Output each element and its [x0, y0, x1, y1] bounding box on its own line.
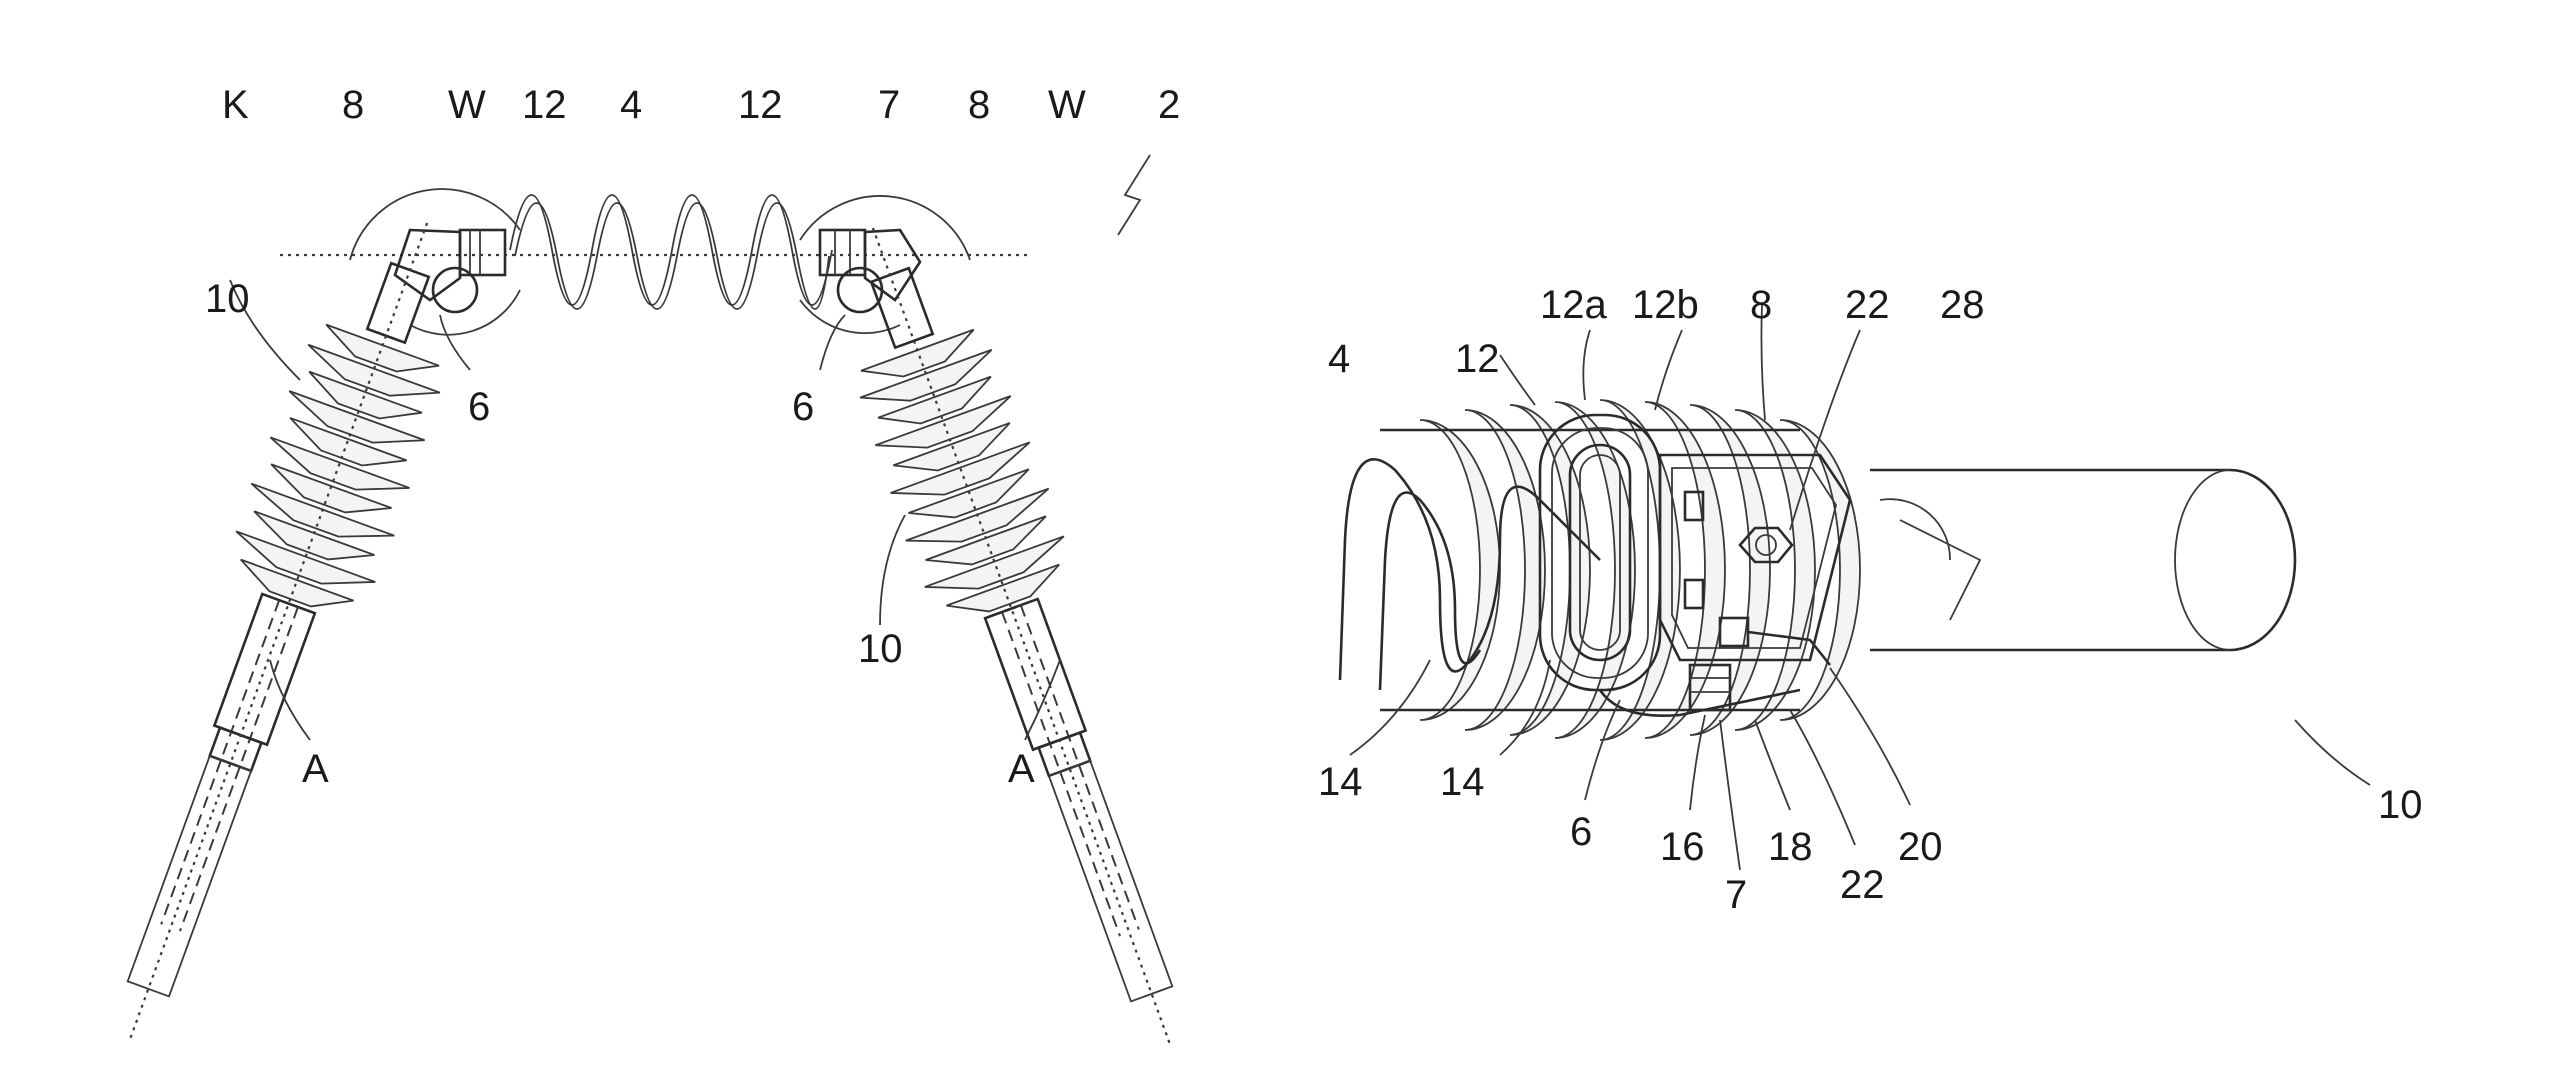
- label-6-left: 6: [468, 385, 490, 429]
- label-10-detail: 10: [2378, 783, 2423, 827]
- figure-right: 12a 12b 8 22 28 4 12 14 14 6 16 7 18 22 …: [1318, 283, 2423, 917]
- spring-coil-detail: [1340, 459, 1600, 680]
- label-12a: 12a: [1540, 283, 1607, 327]
- label-20: 20: [1898, 825, 1943, 869]
- label-14-b: 14: [1440, 760, 1485, 804]
- clamp-left: [460, 230, 505, 275]
- label-4-detail: 4: [1328, 337, 1350, 381]
- label-22-top: 22: [1845, 283, 1890, 327]
- cable-shaft: [1870, 470, 2295, 650]
- label-a-right: A: [1008, 747, 1035, 791]
- label-10-right: 10: [858, 627, 903, 671]
- label-6-detail: 6: [1570, 810, 1592, 854]
- label-w-right: W: [1048, 83, 1086, 127]
- label-12-detail: 12: [1455, 337, 1500, 381]
- label-7: 7: [878, 83, 900, 127]
- label-22-bottom: 22: [1840, 863, 1885, 907]
- label-k: K: [222, 83, 249, 127]
- label-2: 2: [1158, 83, 1180, 127]
- spring-coil: [510, 195, 832, 305]
- label-12-left: 12: [522, 83, 567, 127]
- label-a-left: A: [302, 747, 329, 791]
- slot-lower: [1685, 580, 1703, 608]
- label-14-a: 14: [1318, 760, 1363, 804]
- label-8-right: 8: [968, 83, 990, 127]
- label-28: 28: [1940, 283, 1985, 327]
- label-4: 4: [620, 83, 642, 127]
- label-7-detail: 7: [1725, 873, 1747, 917]
- insulator-left: [58, 197, 498, 1067]
- label-16: 16: [1660, 825, 1705, 869]
- figure-left: K 8 W 12 4 12 7 8 W 2 10 6 6 10 A A: [58, 83, 1242, 1072]
- label-18: 18: [1768, 825, 1813, 869]
- label-8-left: 8: [342, 83, 364, 127]
- ball-left: [433, 268, 477, 312]
- label-8: 8: [1750, 283, 1772, 327]
- label-12-right: 12: [738, 83, 783, 127]
- label-10-left: 10: [205, 277, 250, 321]
- label-w-left: W: [448, 83, 486, 127]
- arc-left: [350, 189, 520, 260]
- arc-right: [800, 196, 970, 260]
- label-6-right: 6: [792, 385, 814, 429]
- label-12b: 12b: [1632, 283, 1699, 327]
